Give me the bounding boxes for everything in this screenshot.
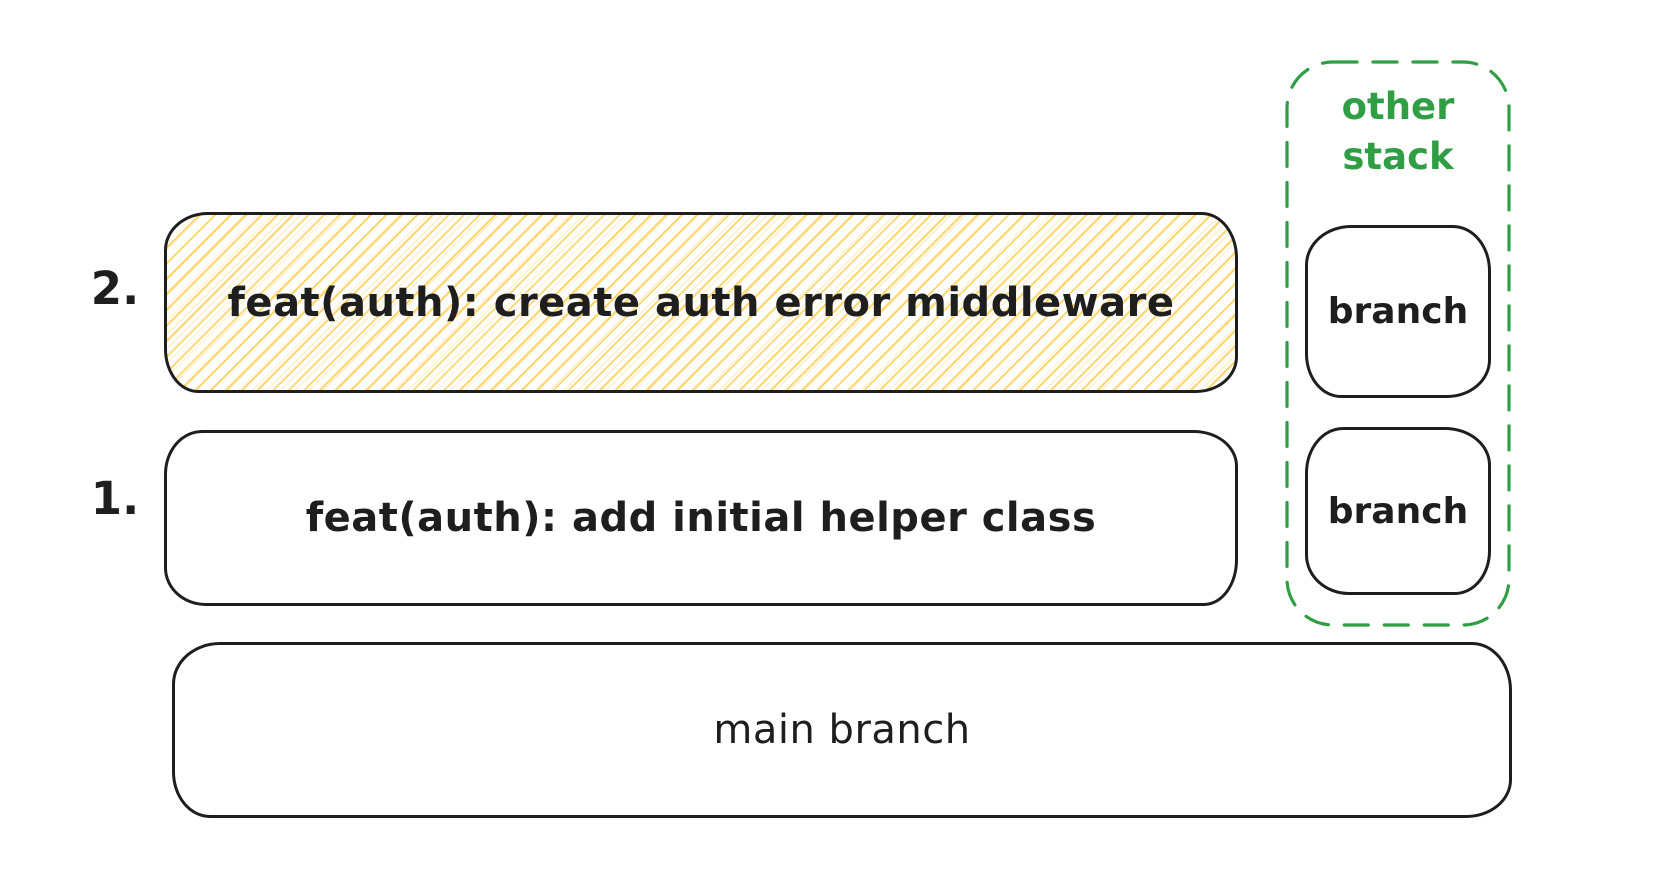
branch-2-label: branch [1327,490,1469,532]
commit-box-1: feat(auth): add initial helper class [164,430,1238,606]
other-stack-branch-box-2: branch [1305,427,1491,595]
main-branch-box: main branch [172,642,1512,818]
main-branch-label: main branch [713,707,971,753]
commit-index-1: 1. [90,472,140,525]
other-stack-title: other stack [1341,85,1455,178]
commit-1-label: feat(auth): add initial helper class [305,495,1097,541]
commit-index-2: 2. [90,262,140,315]
commit-2-label: feat(auth): create auth error middleware [227,279,1175,326]
commit-box-2-highlighted: feat(auth): create auth error middleware [164,212,1238,393]
other-stack-dashed-border [1285,60,1511,627]
other-stack-branch-box-1: branch [1305,225,1491,398]
other-stack-group: other stack branch branch [1285,60,1511,627]
branch-1-label: branch [1327,291,1469,332]
